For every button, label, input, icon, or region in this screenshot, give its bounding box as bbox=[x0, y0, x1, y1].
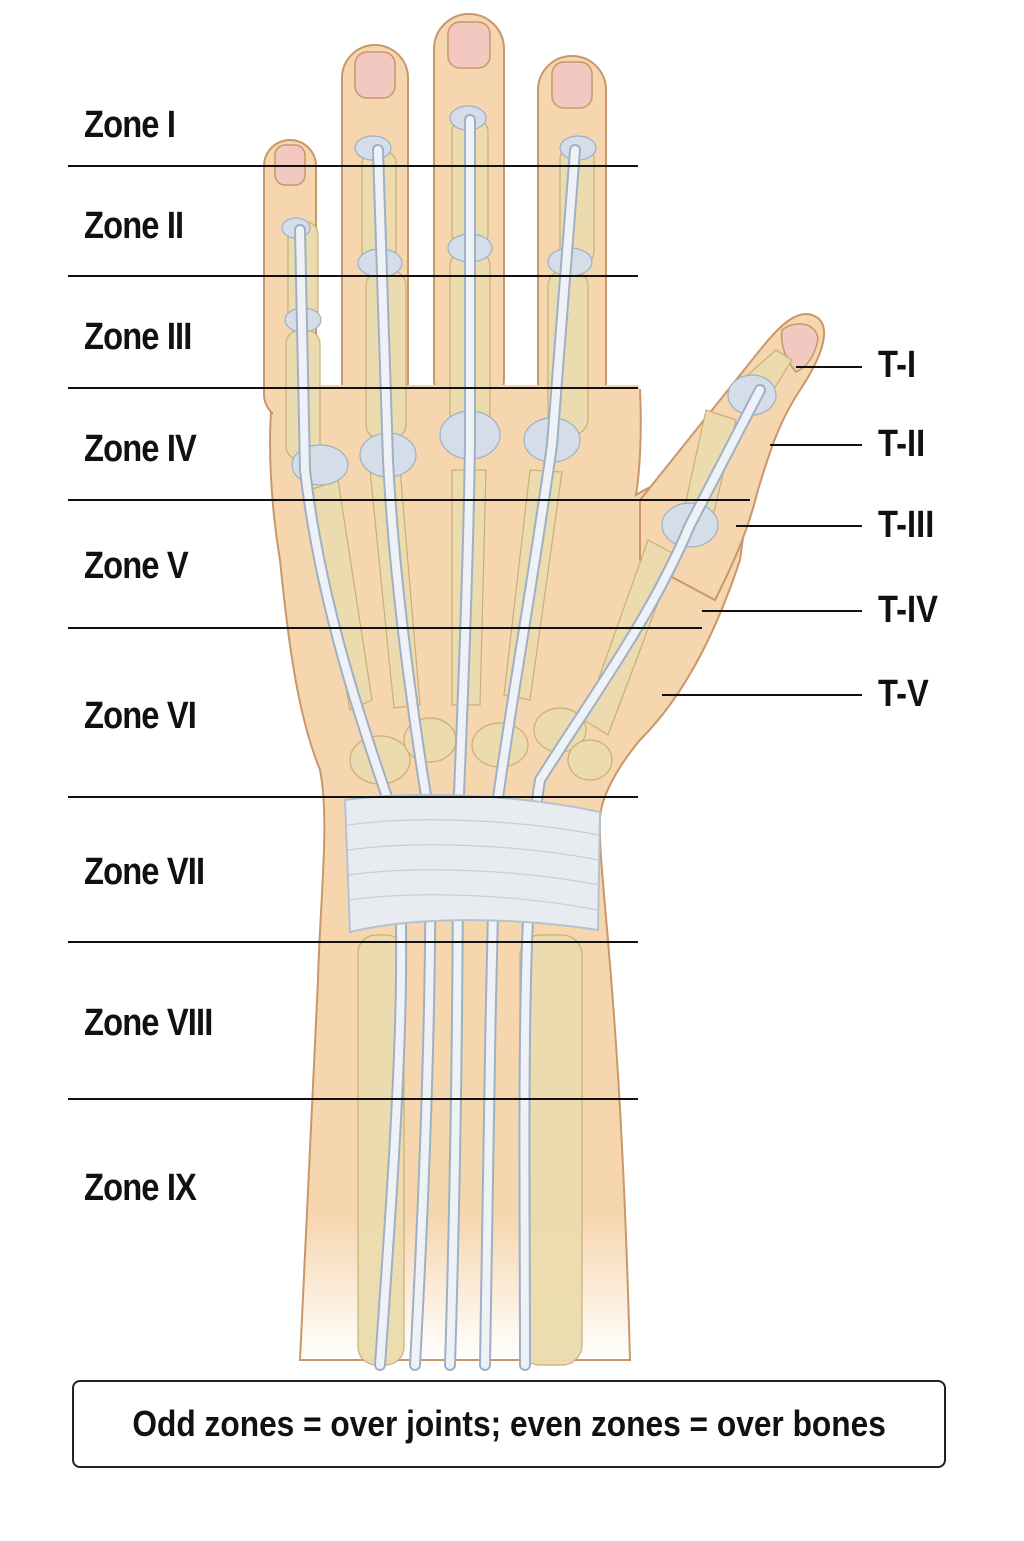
extensor-retinaculum bbox=[343, 793, 602, 934]
thumb-zone-label-3: T-III bbox=[878, 504, 935, 546]
thumb-zone-label-2: T-II bbox=[878, 423, 926, 465]
zone-label-6: Zone VI bbox=[84, 695, 197, 737]
zone-label-7: Zone VII bbox=[84, 851, 205, 893]
zone-label-8: Zone VIII bbox=[84, 1002, 213, 1044]
zone-label-2: Zone II bbox=[84, 205, 184, 247]
thumb-zone-label-5: T-V bbox=[878, 673, 929, 715]
thumb-leader-lines bbox=[662, 366, 862, 696]
footer-note-box: Odd zones = over joints; even zones = ov… bbox=[72, 1380, 946, 1468]
zone-label-9: Zone IX bbox=[84, 1167, 197, 1209]
zone-label-5: Zone V bbox=[84, 545, 189, 587]
thumb-zone-label-1: T-I bbox=[878, 344, 917, 386]
zone-label-3: Zone III bbox=[84, 316, 192, 358]
zone-label-4: Zone IV bbox=[84, 428, 197, 470]
zone-label-1: Zone I bbox=[84, 104, 176, 146]
zone-boundary-lines bbox=[68, 165, 750, 1100]
footer-note: Odd zones = over joints; even zones = ov… bbox=[132, 1403, 886, 1444]
thumb-zone-label-4: T-IV bbox=[878, 589, 938, 631]
